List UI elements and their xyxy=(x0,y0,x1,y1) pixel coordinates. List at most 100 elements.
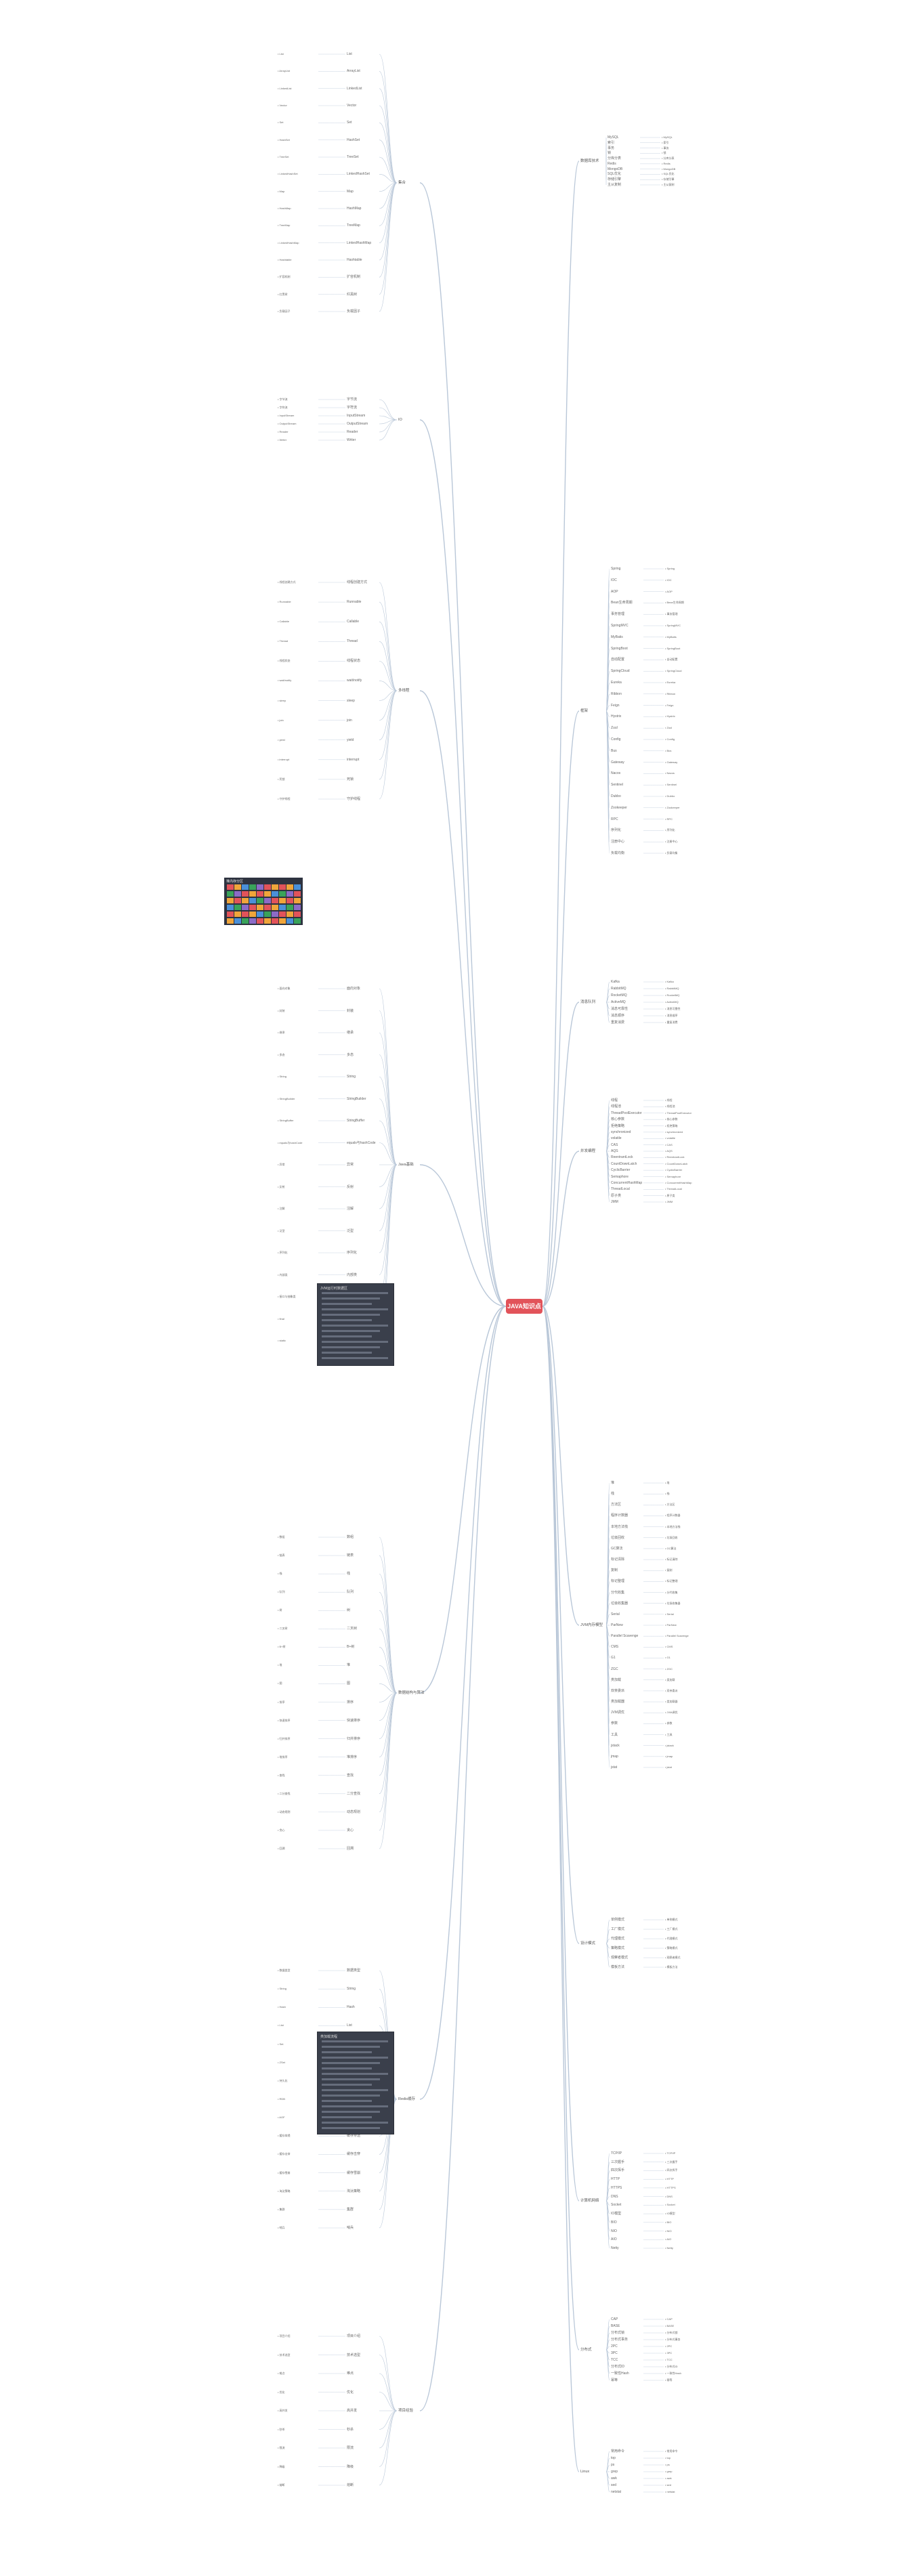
leaf-b7[interactable]: BIO xyxy=(611,2220,617,2225)
leaf-b4[interactable]: 标记清除 xyxy=(611,1558,624,1562)
detail-b7[interactable]: • DNS xyxy=(665,2195,673,2198)
leaf-b5[interactable]: ThreadPoolExecutor xyxy=(611,1111,642,1115)
leaf-l7[interactable]: 优化 xyxy=(347,2390,354,2395)
leaf-b5[interactable]: 核心参数 xyxy=(611,1117,624,1121)
leaf-b5[interactable]: volatile xyxy=(611,1136,622,1140)
leaf-l3[interactable]: 死锁 xyxy=(347,777,354,781)
leaf-l3[interactable]: interrupt xyxy=(347,758,359,762)
leaf-b9[interactable]: netstat xyxy=(611,2490,621,2494)
leaf-b4[interactable]: ParNew xyxy=(611,1623,623,1627)
leaf-b4[interactable]: Serial xyxy=(611,1612,620,1616)
detail-l2[interactable]: • Reader xyxy=(278,430,289,433)
detail-b2[interactable]: • Eureka xyxy=(665,681,675,684)
detail-b2[interactable]: • AOP xyxy=(665,590,673,593)
leaf-b2[interactable]: MyBatis xyxy=(611,635,623,639)
leaf-l5[interactable]: 堆 xyxy=(347,1663,350,1667)
detail-b8[interactable]: • CAP xyxy=(665,2317,673,2321)
leaf-b1[interactable]: 索引 xyxy=(608,141,614,145)
detail-l1[interactable]: • ArrayList xyxy=(278,69,290,72)
detail-b8[interactable]: • 一致性Hash xyxy=(665,2371,681,2375)
detail-l5[interactable]: • 树 xyxy=(278,1608,282,1612)
detail-l6[interactable]: • 淘汰策略 xyxy=(278,2189,291,2193)
leaf-b9[interactable]: 常用命令 xyxy=(611,2449,624,2453)
detail-b2[interactable]: • SpringCloud xyxy=(665,669,682,672)
branch-b4[interactable]: JVM内存模型 xyxy=(580,1623,603,1627)
leaf-b4[interactable]: 分代收集 xyxy=(611,1591,624,1595)
leaf-l4[interactable]: 序列化 xyxy=(347,1251,357,1255)
leaf-b5[interactable]: ConcurrentHashMap xyxy=(611,1181,642,1185)
leaf-l2[interactable]: 字节流 xyxy=(347,398,357,402)
detail-b8[interactable]: • 3PC xyxy=(665,2351,672,2355)
detail-l2[interactable]: • 字节流 xyxy=(278,398,288,401)
leaf-b5[interactable]: synchronized xyxy=(611,1130,631,1134)
detail-b2[interactable]: • IOC xyxy=(665,578,672,582)
leaf-l5[interactable]: 回溯 xyxy=(347,1847,354,1851)
leaf-b8[interactable]: 分布式锁 xyxy=(611,2331,624,2335)
detail-b5[interactable]: • Semaphore xyxy=(665,1175,681,1178)
leaf-b5[interactable]: 拒绝策略 xyxy=(611,1124,624,1128)
detail-l5[interactable]: • 二叉树 xyxy=(278,1627,288,1630)
leaf-b4[interactable]: 方法区 xyxy=(611,1503,621,1507)
detail-l1[interactable]: • TreeMap xyxy=(278,223,290,227)
detail-b5[interactable]: • ConcurrentHashMap xyxy=(665,1181,691,1184)
detail-b6[interactable]: • 模板方法 xyxy=(665,1965,678,1969)
leaf-l4[interactable]: 面向对象 xyxy=(347,987,360,991)
detail-l3[interactable]: • sleep xyxy=(278,699,286,702)
detail-b5[interactable]: • 线程 xyxy=(665,1098,673,1102)
detail-l1[interactable]: • LinkedHashMap xyxy=(278,241,299,244)
detail-l5[interactable]: • 队列 xyxy=(278,1590,285,1593)
detail-b4[interactable]: • ZGC xyxy=(665,1667,673,1671)
detail-b4[interactable]: • ParNew xyxy=(665,1623,677,1627)
detail-l1[interactable]: • 红黑树 xyxy=(278,293,288,296)
detail-b4[interactable]: • 类加载 xyxy=(665,1678,675,1681)
branch-l4[interactable]: Java基础 xyxy=(398,1163,414,1167)
branch-b8[interactable]: 分布式 xyxy=(580,2348,592,2352)
root-node[interactable]: JAVA知识点 xyxy=(506,1299,542,1314)
leaf-l7[interactable]: 高并发 xyxy=(347,2409,357,2413)
detail-b6[interactable]: • 工厂模式 xyxy=(665,1927,678,1931)
leaf-b7[interactable]: Socket xyxy=(611,2203,621,2207)
leaf-b4[interactable]: G1 xyxy=(611,1656,616,1660)
leaf-l7[interactable]: 限流 xyxy=(347,2446,354,2450)
leaf-b7[interactable]: TCP/IP xyxy=(611,2151,622,2155)
leaf-b8[interactable]: 幂等 xyxy=(611,2378,618,2382)
leaf-b2[interactable]: Dubbo xyxy=(611,794,621,798)
leaf-l1[interactable]: LinkedHashMap xyxy=(347,241,371,245)
leaf-b7[interactable]: HTTPS xyxy=(611,2186,622,2190)
leaf-l5[interactable]: B+树 xyxy=(347,1645,354,1649)
detail-b2[interactable]: • Hystrix xyxy=(665,714,675,718)
branch-l1[interactable]: 集合 xyxy=(398,181,406,185)
leaf-l3[interactable]: wait/notify xyxy=(347,679,362,683)
detail-b9[interactable]: • sed xyxy=(665,2483,671,2487)
detail-b4[interactable]: • 双亲委派 xyxy=(665,1689,678,1692)
leaf-b2[interactable]: 自动配置 xyxy=(611,658,624,662)
detail-b5[interactable]: • 原子类 xyxy=(665,1194,675,1197)
leaf-b7[interactable]: AIO xyxy=(611,2237,617,2241)
detail-l1[interactable]: • HashSet xyxy=(278,138,290,142)
leaf-l5[interactable]: 快速排序 xyxy=(347,1719,360,1723)
leaf-b9[interactable]: grep xyxy=(611,2470,618,2474)
leaf-b2[interactable]: Spring xyxy=(611,567,620,571)
detail-b5[interactable]: • 拒绝策略 xyxy=(665,1124,678,1128)
leaf-l7[interactable]: 项目介绍 xyxy=(347,2334,360,2338)
detail-b2[interactable]: • Nacos xyxy=(665,771,675,775)
detail-b7[interactable]: • Netty xyxy=(665,2246,673,2250)
leaf-b5[interactable]: 线程池 xyxy=(611,1104,621,1109)
leaf-b2[interactable]: Nacos xyxy=(611,771,620,775)
detail-b2[interactable]: • SpringMVC xyxy=(665,624,681,627)
detail-l1[interactable]: • HashMap xyxy=(278,207,291,210)
detail-l7[interactable]: • 技术选型 xyxy=(278,2353,291,2357)
detail-b8[interactable]: • 分布式ID xyxy=(665,2365,678,2368)
detail-b4[interactable]: • GC算法 xyxy=(665,1547,677,1550)
leaf-b7[interactable]: IO模型 xyxy=(611,2212,621,2216)
detail-l7[interactable]: • 限流 xyxy=(278,2446,285,2449)
detail-b1[interactable]: • Redis xyxy=(662,162,671,165)
leaf-l2[interactable]: Reader xyxy=(347,430,358,434)
leaf-l3[interactable]: 线程创建方式 xyxy=(347,580,367,584)
leaf-b8[interactable]: 分布式事务 xyxy=(611,2338,628,2342)
detail-l1[interactable]: • Map xyxy=(278,190,284,193)
detail-l6[interactable]: • 集群 xyxy=(278,2208,285,2211)
leaf-b1[interactable]: Redis xyxy=(608,162,616,166)
leaf-b7[interactable]: 三次握手 xyxy=(611,2160,624,2164)
detail-b1[interactable]: • 主从复制 xyxy=(662,183,675,186)
